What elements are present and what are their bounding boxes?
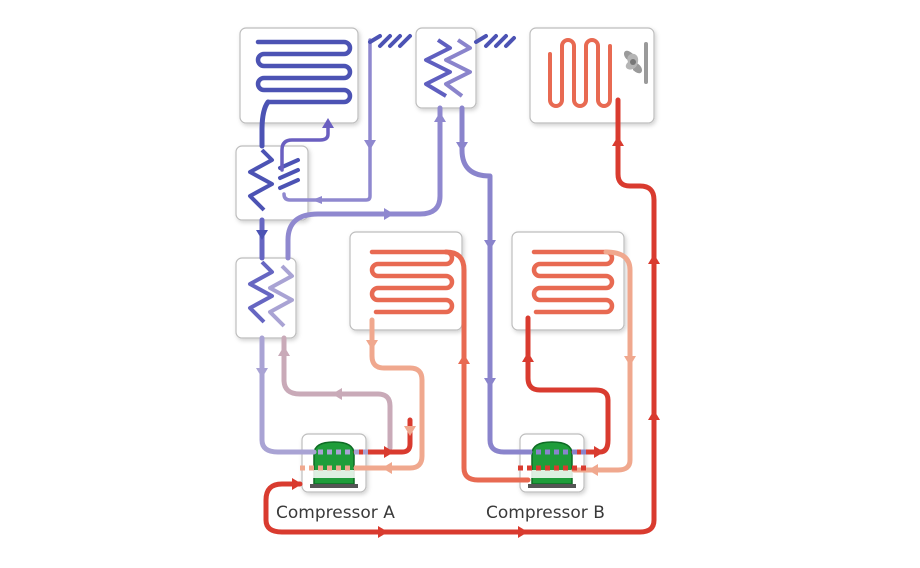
compressor-b: [519, 433, 585, 493]
heat-exchanger-top-mid: [415, 27, 477, 109]
flow-arrow-icon: [384, 446, 394, 458]
flow-arrow-icon: [624, 356, 636, 366]
compressor-icon: [310, 441, 358, 488]
compressor-b-label: Compressor B: [486, 503, 605, 523]
flow-arrow-icon: [404, 426, 416, 436]
compressor-a: [301, 433, 367, 493]
flow-arrow-icon: [366, 340, 378, 350]
flow-arrow-icon: [484, 240, 496, 250]
flow-arrow-icon: [256, 230, 268, 240]
flow-arrow-icon: [382, 462, 392, 474]
flow-arrow-icon: [522, 352, 534, 362]
heat-exchanger-left-mid: [235, 145, 309, 221]
compressor-a-label: Compressor A: [276, 503, 395, 523]
flow-arrow-icon: [378, 526, 388, 538]
flow-arrow-icon: [434, 112, 446, 122]
flow-arrows: [256, 112, 660, 538]
coil-icon: [531, 249, 615, 315]
condenser-top-right: [529, 27, 655, 124]
heat-exchanger-left-lower: [235, 257, 297, 339]
flow-arrow-icon: [332, 388, 342, 400]
zigzag-icon: [248, 148, 274, 212]
flow-arrow-icon: [456, 142, 468, 152]
zigzag-icon: [248, 260, 274, 324]
flow-arrow-icon: [648, 254, 660, 264]
fan-icon: [623, 42, 648, 84]
compressor-ports: [300, 449, 586, 471]
coil-icon: [255, 39, 353, 105]
flow-arrow-icon: [588, 464, 598, 476]
flow-arrow-icon: [312, 196, 322, 204]
heat-exchanger-top-left: [239, 27, 359, 124]
flow-arrow-icon: [364, 140, 376, 150]
evaporator-a: [349, 231, 463, 331]
flow-arrow-icon: [278, 346, 290, 356]
flow-arrow-icon: [458, 354, 470, 364]
zigzag-icon: [268, 264, 294, 328]
coil-icon: [548, 38, 612, 108]
flow-arrow-icon: [384, 208, 394, 220]
coil-icon: [369, 249, 455, 315]
evaporator-b: [511, 231, 625, 331]
flow-arrow-icon: [484, 378, 496, 388]
flow-arrow-icon: [612, 136, 624, 146]
zigzag-icon: [424, 38, 452, 98]
flow-arrow-icon: [292, 478, 302, 490]
flow-arrow-icon: [256, 368, 268, 378]
compressor-icon: [528, 441, 576, 488]
flow-arrow-icon: [322, 118, 334, 128]
flow-arrow-icon: [518, 526, 528, 538]
pipes: [259, 34, 657, 535]
flow-arrow-icon: [594, 446, 604, 458]
zigzag-icon: [444, 38, 472, 98]
flow-arrow-icon: [648, 410, 660, 420]
